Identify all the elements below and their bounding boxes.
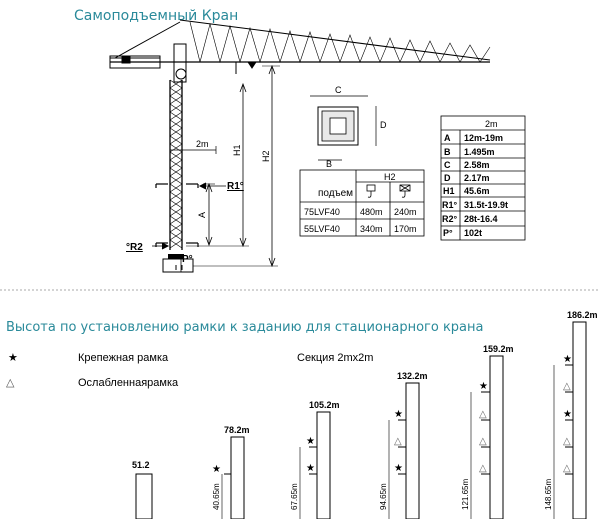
tower-78m [230, 436, 245, 519]
spec-value-d: 2.17m [464, 173, 490, 183]
lift-row-2-v2: 170m [394, 224, 417, 234]
anchored-frame-icon: ★ [8, 352, 18, 364]
anchored-frame-marker: ★ [394, 409, 403, 420]
tower-105m [316, 411, 331, 519]
section-d-label: D [380, 120, 387, 130]
lift-row-1-model: 75LVF40 [304, 207, 340, 217]
lift-table [299, 169, 425, 237]
tower-anchor-height-label: 40.65m [212, 483, 221, 510]
anchored-frame-marker: ★ [563, 409, 572, 420]
lift-header-right: H2 [384, 172, 396, 182]
weakened-frame-marker: △ [394, 436, 402, 447]
tower-anchor-height-label: 148.65m [544, 479, 553, 510]
lift-row-1-v2: 240m [394, 207, 417, 217]
weakened-frame-icon: △ [6, 377, 15, 389]
section-box-diagram [310, 95, 377, 161]
section-title: Высота по установлению рамки к заданию д… [6, 320, 483, 335]
section-c-label: C [335, 85, 342, 95]
tower-51m [135, 473, 153, 519]
lift-row-1-v1: 480m [360, 207, 383, 217]
spec-key-a: A [444, 133, 451, 143]
width-2m-label: 2m [196, 139, 209, 149]
spec-value-c: 2.58m [464, 160, 490, 170]
p-label: P° [182, 254, 193, 265]
spec-value-p: 102t [464, 228, 482, 238]
spec-value-r1: 31.5t-19.9t [464, 200, 508, 210]
spec-key-d: D [444, 173, 451, 183]
spec-key-r1: R1° [442, 200, 458, 210]
spec-key-r2: R2° [442, 214, 458, 224]
tower-elevations [135, 321, 587, 519]
anchored-frame-marker: ★ [563, 354, 572, 365]
anchored-frame-label: Крепежная рамка [78, 352, 169, 364]
spec-value-a: 12m-19m [464, 133, 503, 143]
page-title: Самоподъемный Кран [74, 8, 238, 24]
anchored-frame-marker: ★ [394, 463, 403, 474]
spec-value-r2: 28t-16.4 [464, 214, 498, 224]
spec-value-h1: 45.6m [464, 186, 490, 196]
section-size-label: Секция 2mx2m [297, 352, 373, 364]
tower-height-label: 78.2m [224, 425, 250, 435]
r1-label: R1° [227, 181, 244, 192]
anchored-frame-marker: ★ [212, 464, 221, 475]
tower-anchor-height-label: 67.65m [290, 483, 299, 510]
weakened-frame-marker: △ [563, 381, 571, 392]
tower-height-label: 159.2m [483, 344, 514, 354]
spec-header: 2m [485, 119, 498, 129]
lift-header-left: подъем [318, 188, 353, 199]
h1-label: H1 [232, 144, 242, 156]
spec-key-h1: H1 [443, 186, 455, 196]
anchored-frame-marker: ★ [306, 463, 315, 474]
double-hook-icon [399, 184, 411, 198]
lift-row-2-v1: 340m [360, 224, 383, 234]
tower-159m [489, 355, 504, 519]
anchored-frame-marker: ★ [306, 436, 315, 447]
hook-icon [366, 184, 376, 198]
weakened-frame-marker: △ [479, 436, 487, 447]
weakened-frame-marker: △ [563, 463, 571, 474]
spec-key-b: B [444, 147, 451, 157]
r2-label: °R2 [126, 242, 143, 253]
tower-186m [572, 321, 587, 519]
spec-table [440, 115, 526, 241]
spec-key-c: C [444, 160, 451, 170]
anchored-frame-marker: ★ [479, 381, 488, 392]
tower-132m [405, 382, 420, 519]
weakened-frame-marker: △ [479, 409, 487, 420]
spec-key-p: P° [443, 228, 453, 238]
tower-anchor-height-label: 121.65m [461, 479, 470, 510]
weakened-frame-label: Ослабленнаярамка [78, 377, 179, 389]
tower-anchor-height-label: 94.65m [379, 483, 388, 510]
tower-height-label: 132.2m [397, 371, 428, 381]
tower-height-label: 51.2 [132, 460, 150, 470]
weakened-frame-marker: △ [479, 463, 487, 474]
weakened-frame-marker: △ [563, 436, 571, 447]
spec-value-b: 1.495m [464, 147, 495, 157]
lift-row-2-model: 55LVF40 [304, 224, 340, 234]
h2-label: H2 [261, 150, 271, 162]
crane-drawing [109, 19, 491, 273]
tower-height-label: 186.2m [567, 310, 598, 320]
section-b-label: B [326, 159, 332, 169]
tower-height-label: 105.2m [309, 400, 340, 410]
a-label: A [197, 212, 207, 218]
